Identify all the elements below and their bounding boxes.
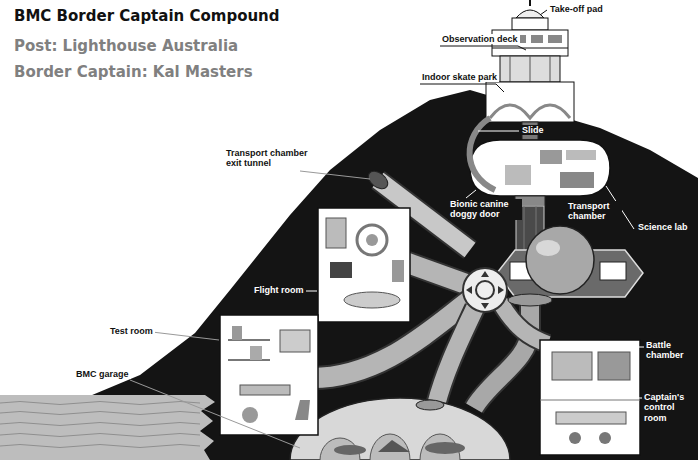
leader-line (130, 380, 300, 448)
hub (466, 271, 504, 309)
tube (500, 302, 548, 344)
lighthouse-tower (526, 226, 594, 294)
leader-line (634, 347, 644, 348)
lighthouse-tower (492, 48, 568, 49)
flight-room-inset (318, 208, 410, 322)
leader-line (540, 10, 547, 15)
lighthouse-tower (548, 35, 562, 43)
part-label: Observation deck (440, 34, 520, 44)
subtitle-text: Border Captain: Kal Masters (14, 64, 253, 81)
test-room-inset (232, 326, 242, 340)
sea (0, 395, 215, 460)
part-label: Transport chamber (566, 201, 622, 222)
hub (463, 268, 507, 312)
hub (463, 268, 507, 312)
flight-room-inset (318, 208, 410, 322)
battle-chamber-inset (569, 432, 581, 444)
test-room-inset (220, 315, 318, 435)
battle-chamber-inset (540, 340, 640, 455)
leader-line (440, 46, 526, 50)
part-label: Transport chamber exit tunnel (224, 148, 316, 169)
lighthouse-tower (508, 294, 552, 306)
battle-chamber-inset (552, 352, 592, 380)
lighthouse-tower (600, 262, 626, 280)
leader-line (300, 171, 370, 179)
flight-room-inset (326, 218, 346, 248)
lighthouse-tower (560, 172, 594, 188)
tube (405, 262, 466, 284)
flight-room-inset (366, 234, 378, 246)
garage-dome (290, 398, 510, 460)
flight-room-inset (357, 225, 387, 255)
lighthouse-tower (500, 56, 560, 82)
lighthouse-tower (540, 150, 562, 164)
lighthouse-tower (536, 240, 560, 256)
tube (405, 262, 466, 284)
part-label: Captain's control room (642, 392, 694, 423)
flight-room-inset (330, 262, 352, 278)
battle-chamber-inset (556, 412, 626, 424)
battle-chamber-inset (598, 352, 630, 380)
part-label: Take-off pad (548, 4, 605, 14)
part-label: Science lab (636, 222, 690, 232)
part-label: Indoor skate park (420, 72, 499, 82)
test-room-inset (242, 407, 258, 423)
lighthouse-tower (510, 56, 511, 82)
test-room-inset (280, 330, 310, 352)
garage-dome (334, 445, 366, 455)
lighthouse-tower (529, 0, 531, 6)
subtitle-text: Post: Lighthouse Australia (14, 38, 238, 55)
flight-room-inset (392, 260, 404, 282)
lighthouse-tower (550, 56, 551, 82)
tube (365, 168, 391, 192)
part-label: BMC garage (74, 369, 131, 379)
battle-chamber-inset (540, 340, 640, 455)
battle-chamber-inset (540, 400, 640, 401)
part-label: Slide (520, 125, 546, 135)
part-label: Test room (108, 326, 155, 336)
lighthouse-tower (470, 118, 495, 190)
garage-dome (425, 442, 465, 454)
test-room-inset (228, 359, 270, 361)
test-room-inset (220, 315, 318, 435)
garage-dome (290, 398, 510, 460)
leader-line (304, 291, 317, 292)
lighthouse-tower (512, 18, 548, 30)
lighthouse-tower (486, 82, 574, 122)
tube (500, 302, 548, 344)
lighthouse-tower (531, 35, 543, 43)
leader-line (420, 84, 504, 92)
garage-dome (378, 440, 410, 452)
leader-line (152, 332, 219, 340)
battle-chamber-inset (599, 432, 611, 444)
part-label: Flight room (252, 285, 306, 295)
lighthouse-tower (505, 165, 531, 185)
lighthouse-tower (566, 150, 596, 160)
sea (0, 434, 200, 437)
lighthouse-tower (516, 10, 544, 18)
tube (436, 308, 475, 405)
hub (476, 281, 494, 299)
tube (436, 308, 475, 405)
garage-dome (416, 400, 444, 410)
part-label: Bionic canine doggy door (448, 199, 522, 220)
sea (0, 412, 200, 415)
lighthouse-tower (490, 105, 570, 118)
lighthouse-tower (530, 56, 531, 82)
flight-room-inset (344, 292, 400, 308)
leader-line (478, 131, 519, 132)
leader-line (466, 190, 476, 198)
sea (0, 402, 200, 405)
part-label: Battle chamber (644, 340, 694, 361)
sea (0, 423, 200, 426)
sea (0, 445, 200, 448)
test-room-inset (250, 346, 262, 360)
test-room-inset (295, 400, 310, 420)
sea (0, 395, 215, 460)
title-text: BMC Border Captain Compound (14, 8, 280, 25)
test-room-inset (240, 385, 290, 395)
